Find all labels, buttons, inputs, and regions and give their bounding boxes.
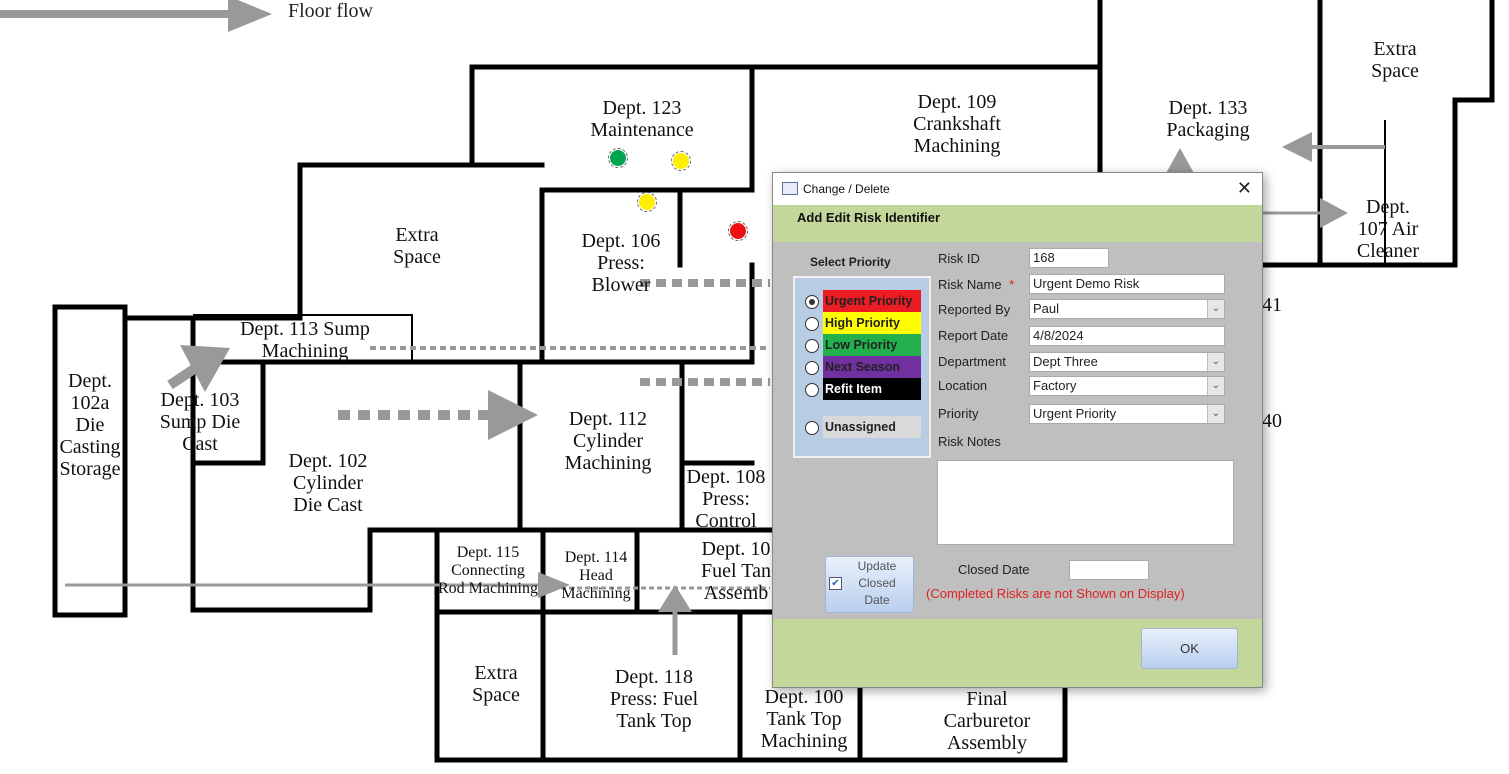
- dept-102-label: Dept. 102 Cylinder Die Cast: [288, 450, 368, 516]
- priority-value: Urgent Priority: [1033, 406, 1117, 421]
- dept-112-label: Dept. 112 Cylinder Machining: [564, 408, 652, 474]
- priority-option-low[interactable]: Low Priority: [823, 334, 921, 356]
- form-header: Add Edit Risk Identifier: [773, 205, 1262, 242]
- extra-space-top-right-label: Extra Space: [1371, 38, 1419, 82]
- close-icon[interactable]: ✕: [1236, 178, 1252, 198]
- risk-notes-label: Risk Notes: [938, 434, 1001, 449]
- radio-next-season[interactable]: [805, 361, 819, 375]
- dialog-title: Change / Delete: [803, 182, 890, 196]
- priority-select[interactable]: Urgent Priority ⌄: [1029, 404, 1225, 424]
- dept-100-label: Dept. 100 Tank Top Machining: [760, 686, 848, 752]
- dept-118-label: Dept. 118 Press: Fuel Tank Top: [609, 666, 699, 732]
- department-select[interactable]: Dept Three ⌄: [1029, 352, 1225, 372]
- dept-108-label: Dept. 108 Press: Control: [686, 466, 766, 532]
- reported-by-label: Reported By: [938, 302, 1011, 317]
- dialog-title-bar[interactable]: Change / Delete ✕: [773, 173, 1262, 205]
- priority-option-next-season[interactable]: Next Season: [823, 356, 921, 378]
- chevron-down-icon[interactable]: ⌄: [1207, 300, 1224, 318]
- chevron-down-icon[interactable]: ⌄: [1207, 377, 1224, 395]
- form-icon: [782, 182, 798, 195]
- reported-by-select[interactable]: Paul ⌄: [1029, 299, 1225, 319]
- dept-140-label: 40: [1262, 410, 1282, 432]
- dept-107-label: Dept. 107 Air Cleaner: [1356, 196, 1420, 262]
- chevron-down-icon[interactable]: ⌄: [1207, 405, 1224, 423]
- floor-flow-legend: Floor flow: [288, 0, 373, 22]
- department-value: Dept Three: [1033, 354, 1098, 369]
- closed-date-label: Closed Date: [958, 562, 1030, 577]
- dept-106-label: Dept. 106 Press: Blower: [581, 230, 661, 296]
- priority-option-high[interactable]: High Priority: [823, 312, 921, 334]
- radio-urgent[interactable]: [805, 295, 819, 309]
- completed-risks-note: (Completed Risks are not Shown on Displa…: [926, 586, 1185, 601]
- dept-109-label: Dept. 109 Crankshaft Machining: [913, 91, 1001, 157]
- extra-space-bottom-label: Extra Space: [472, 662, 520, 706]
- flow-arrows: [0, 0, 1385, 655]
- report-date-label: Report Date: [938, 328, 1009, 343]
- closed-date-field[interactable]: [1069, 560, 1149, 580]
- required-mark: *: [1009, 277, 1015, 292]
- priority-option-urgent[interactable]: Urgent Priority: [823, 290, 921, 312]
- dept-114-label: Dept. 114 Head Machining: [561, 549, 631, 602]
- location-value: Factory: [1033, 378, 1077, 393]
- reported-by-value: Paul: [1033, 301, 1060, 316]
- dept-10x-label: Dept. 10 Fuel Tan Assemb: [701, 538, 771, 604]
- radio-high[interactable]: [805, 317, 819, 331]
- dept-102a-label: Dept. 102a Die Casting Storage: [59, 370, 121, 480]
- radio-low[interactable]: [805, 339, 819, 353]
- dept-123-label: Dept. 123 Maintenance: [590, 97, 694, 141]
- dept-115-label: Dept. 115 Connecting Rod Machining: [438, 544, 538, 597]
- ok-button[interactable]: OK: [1141, 628, 1238, 669]
- risk-id-field[interactable]: 168: [1029, 248, 1109, 268]
- department-label: Department: [938, 354, 1006, 369]
- risk-marker-high[interactable]: [671, 151, 691, 171]
- update-closed-date-label: Update Closed Date: [857, 559, 897, 607]
- risk-marker-urgent[interactable]: [728, 221, 748, 241]
- dept-103-label: Dept. 103 Sump Die Cast: [159, 389, 241, 455]
- risk-name-label-text: Risk Name: [938, 277, 1002, 292]
- risk-name-label: Risk Name *: [938, 277, 1014, 292]
- change-delete-dialog: Change / Delete ✕ Add Edit Risk Identifi…: [772, 172, 1263, 688]
- report-date-field[interactable]: 4/8/2024: [1029, 326, 1225, 346]
- update-closed-checkbox[interactable]: ✔: [829, 577, 842, 590]
- priority-option-unassigned[interactable]: Unassigned: [823, 416, 921, 438]
- risk-notes-field[interactable]: [937, 460, 1234, 545]
- form-heading: Add Edit Risk Identifier: [797, 210, 941, 225]
- risk-marker-low[interactable]: [608, 148, 628, 168]
- location-select[interactable]: Factory ⌄: [1029, 376, 1225, 396]
- dept-141-label: 41: [1262, 294, 1282, 316]
- risk-id-label: Risk ID: [938, 251, 980, 266]
- select-priority-label: Select Priority: [810, 255, 891, 269]
- priority-option-refit[interactable]: Refit Item: [823, 378, 921, 400]
- update-closed-date-button[interactable]: ✔ Update Closed Date: [825, 556, 914, 613]
- priority-option-group: Urgent Priority High Priority Low Priori…: [793, 276, 931, 458]
- radio-refit[interactable]: [805, 383, 819, 397]
- risk-marker-high[interactable]: [637, 192, 657, 212]
- location-label: Location: [938, 378, 988, 393]
- dept-133-label: Dept. 133 Packaging: [1166, 97, 1250, 141]
- dept-113-label: Dept. 113 Sump Machining: [240, 318, 370, 362]
- extra-space-mid-label: Extra Space: [393, 224, 441, 268]
- chevron-down-icon[interactable]: ⌄: [1207, 353, 1224, 371]
- priority-label: Priority: [938, 406, 979, 421]
- risk-name-field[interactable]: Urgent Demo Risk: [1029, 274, 1225, 294]
- final-carburetor-label: Final Carburetor Assembly: [943, 688, 1031, 754]
- radio-unassigned[interactable]: [805, 421, 819, 435]
